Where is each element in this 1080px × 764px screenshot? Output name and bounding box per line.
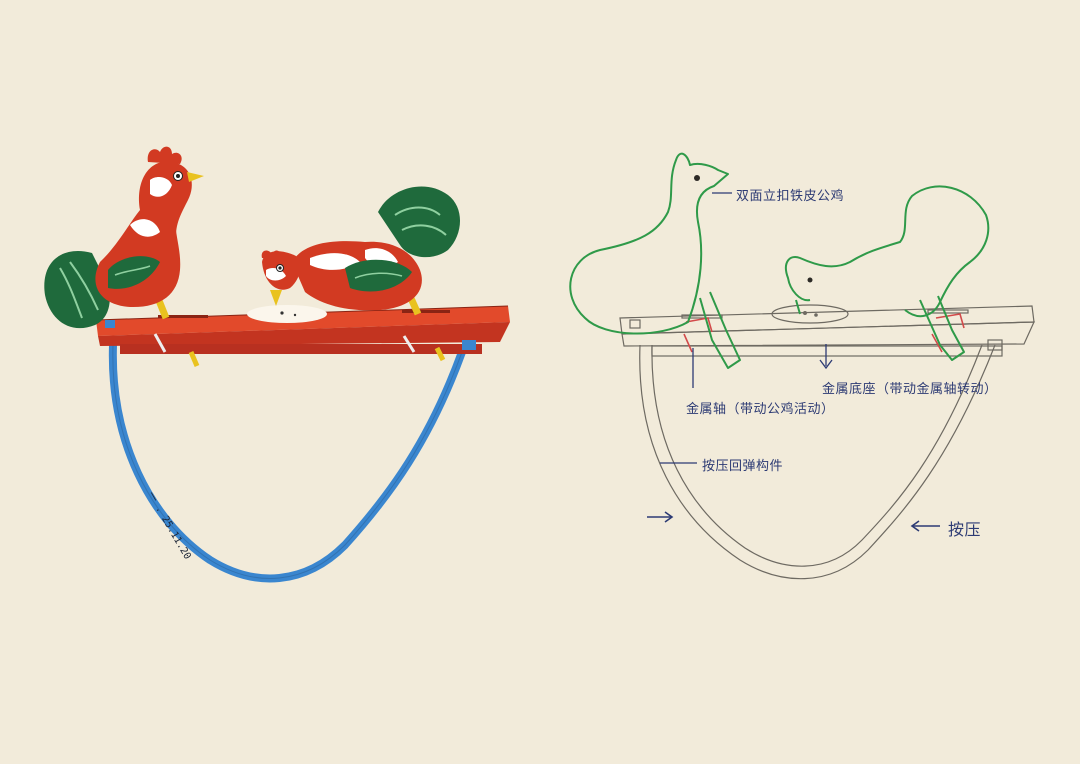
press-arrow-right [910, 520, 940, 532]
rooster-eyes [694, 175, 813, 283]
base-outline [619, 304, 1035, 357]
metal-shaft-highlight [683, 313, 965, 353]
label-metal-shaft: 金属轴（带动公鸡活动） [686, 402, 835, 417]
pecking-rooster [261, 186, 461, 316]
press-arrow-left [647, 511, 674, 523]
annotation-leaders [660, 192, 833, 464]
label-spring-part: 按压回弹构件 [702, 459, 784, 474]
standing-rooster [44, 146, 204, 329]
spring-outline [639, 344, 996, 580]
feeding-plate [247, 305, 327, 323]
label-roosters: 双面立扣铁皮公鸡 [736, 189, 845, 204]
label-press: 按压 [948, 520, 982, 539]
red-base-board [95, 305, 510, 367]
label-metal-base: 金属底座（带动金属轴转动） [822, 382, 998, 397]
rooster-outlines [569, 152, 990, 369]
